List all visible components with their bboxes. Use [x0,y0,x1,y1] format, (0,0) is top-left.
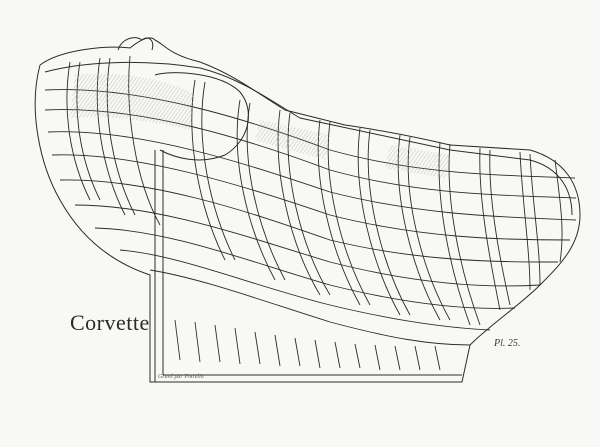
engraver-credit: Gravé par Potrelin [158,374,204,380]
plate-caption: Corvette [70,310,150,335]
stern-post [34,64,155,383]
transom-ornament [117,37,154,51]
plate-number: Pl. 25. [494,338,521,349]
gunwale [44,61,573,216]
hull-outline [39,37,581,383]
